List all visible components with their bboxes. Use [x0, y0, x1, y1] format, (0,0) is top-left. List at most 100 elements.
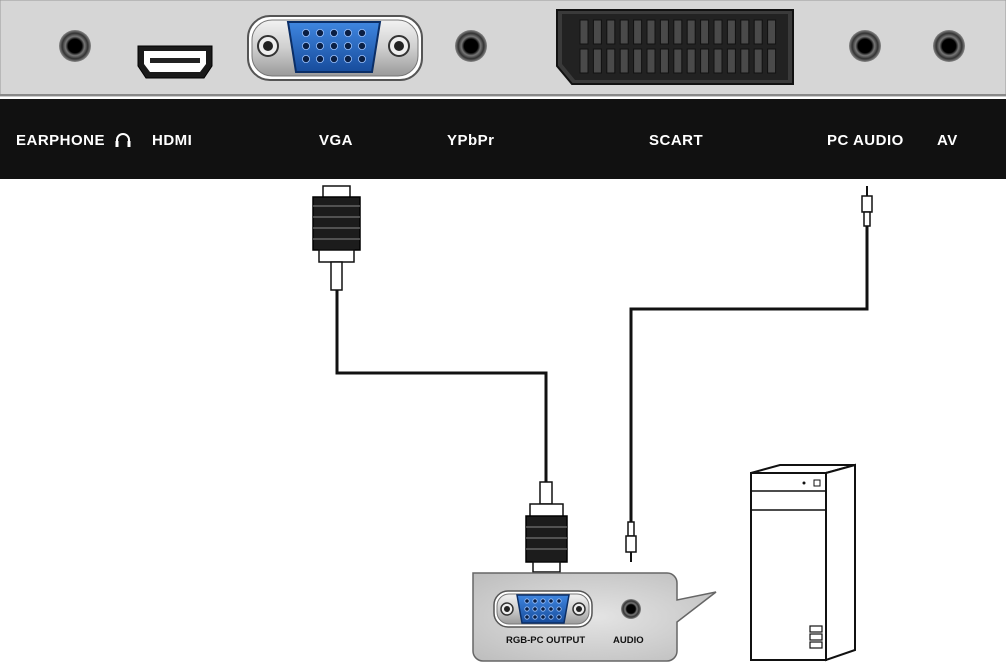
scart-pin [659, 48, 669, 74]
scart-pin [592, 19, 602, 45]
scart-pin [606, 48, 616, 74]
scart-pin [633, 19, 643, 45]
scart-pin [700, 48, 710, 74]
scart-pin [713, 48, 723, 74]
scart-pin [592, 48, 602, 74]
vga-screw-left [257, 35, 279, 57]
scart-pin [686, 48, 696, 74]
scart-pin [740, 19, 750, 45]
vga-pin [532, 614, 538, 620]
audio-cable [629, 226, 869, 522]
vga-pin [540, 598, 546, 604]
vga-pin [343, 55, 352, 64]
vga-pin [329, 55, 338, 64]
scart-pin [740, 48, 750, 74]
scart-pin [700, 19, 710, 45]
pc-vga-port[interactable] [493, 590, 593, 628]
label-hdmi: HDMI [152, 132, 192, 149]
label-earphone: EARPHONE [16, 132, 105, 149]
vga-pin [556, 598, 562, 604]
vga-pin [540, 614, 546, 620]
pc-vga-pins [524, 598, 562, 620]
scart-pins [579, 19, 777, 74]
scart-pin [619, 19, 629, 45]
pc-audio-jack[interactable] [621, 599, 641, 619]
vga-pin [315, 55, 324, 64]
scart-pin [753, 48, 763, 74]
scart-pin [606, 19, 616, 45]
vga-pins [301, 28, 366, 64]
scart-pin [673, 19, 683, 45]
scart-pin [579, 19, 589, 45]
av-jack[interactable] [933, 30, 965, 62]
vga-pin [548, 606, 554, 612]
scart-pin [673, 48, 683, 74]
pc-tower [750, 463, 856, 662]
vga-pin [556, 614, 562, 620]
label-rgb-pc-output: RGB-PC OUTPUT [506, 635, 585, 646]
tv-back-panel [0, 0, 1006, 97]
vga-pin [532, 598, 538, 604]
vga-pin [301, 28, 310, 37]
vga-pin [357, 42, 366, 51]
pc-power-button [813, 479, 821, 487]
ypbpr-jack[interactable] [455, 30, 487, 62]
pc-power-led [802, 481, 806, 485]
vga-pin [329, 42, 338, 51]
scart-pin [633, 48, 643, 74]
scart-pin [646, 48, 656, 74]
scart-pin [726, 19, 736, 45]
vga-plug-tv[interactable] [312, 185, 361, 291]
vga-pin [301, 42, 310, 51]
scart-pin [619, 48, 629, 74]
label-pc-audio: PC AUDIO [827, 132, 904, 149]
port-label-bar: EARPHONE HDMI VGA YPbPr SCART PC AUDIO A… [0, 99, 1006, 179]
scart-pin [726, 48, 736, 74]
scart-pin [767, 19, 777, 45]
label-scart: SCART [649, 132, 703, 149]
scart-pin [646, 19, 656, 45]
vga-pin [524, 606, 530, 612]
vga-port[interactable] [247, 15, 423, 81]
vga-cable [335, 290, 548, 482]
label-vga: VGA [319, 132, 353, 149]
hdmi-port[interactable] [137, 45, 213, 79]
label-av: AV [937, 132, 958, 149]
vga-pin [343, 42, 352, 51]
scart-pin [767, 48, 777, 74]
vga-pin [524, 598, 530, 604]
vga-screw-right [388, 35, 410, 57]
scart-port[interactable] [556, 9, 794, 85]
earphone-jack[interactable] [59, 30, 91, 62]
vga-pin [556, 606, 562, 612]
scart-pin [686, 19, 696, 45]
headphone-icon [115, 133, 131, 147]
scart-pin [659, 19, 669, 45]
vga-pin [357, 28, 366, 37]
vga-pin [343, 28, 352, 37]
pc-output-panel: RGB-PC OUTPUT AUDIO [472, 572, 717, 662]
vga-pin [301, 55, 310, 64]
vga-pin [548, 614, 554, 620]
vga-pin [540, 606, 546, 612]
pc-vga-screw-right [572, 602, 586, 616]
vga-pin [548, 598, 554, 604]
scart-pin [713, 19, 723, 45]
audio-plug-tv[interactable] [861, 186, 873, 227]
pc-vga-screw-left [500, 602, 514, 616]
vga-pin [329, 28, 338, 37]
label-audio: AUDIO [613, 635, 644, 646]
vga-pin [357, 55, 366, 64]
audio-plug-pc[interactable] [625, 521, 637, 562]
pc-drive-slots [809, 625, 823, 649]
scart-pin [753, 19, 763, 45]
vga-plug-pc[interactable] [525, 481, 568, 573]
vga-pin [315, 42, 324, 51]
vga-pin [532, 606, 538, 612]
label-ypbpr: YPbPr [447, 132, 495, 149]
scart-pin [579, 48, 589, 74]
vga-pin [524, 614, 530, 620]
pc-audio-jack[interactable] [849, 30, 881, 62]
vga-pin [315, 28, 324, 37]
